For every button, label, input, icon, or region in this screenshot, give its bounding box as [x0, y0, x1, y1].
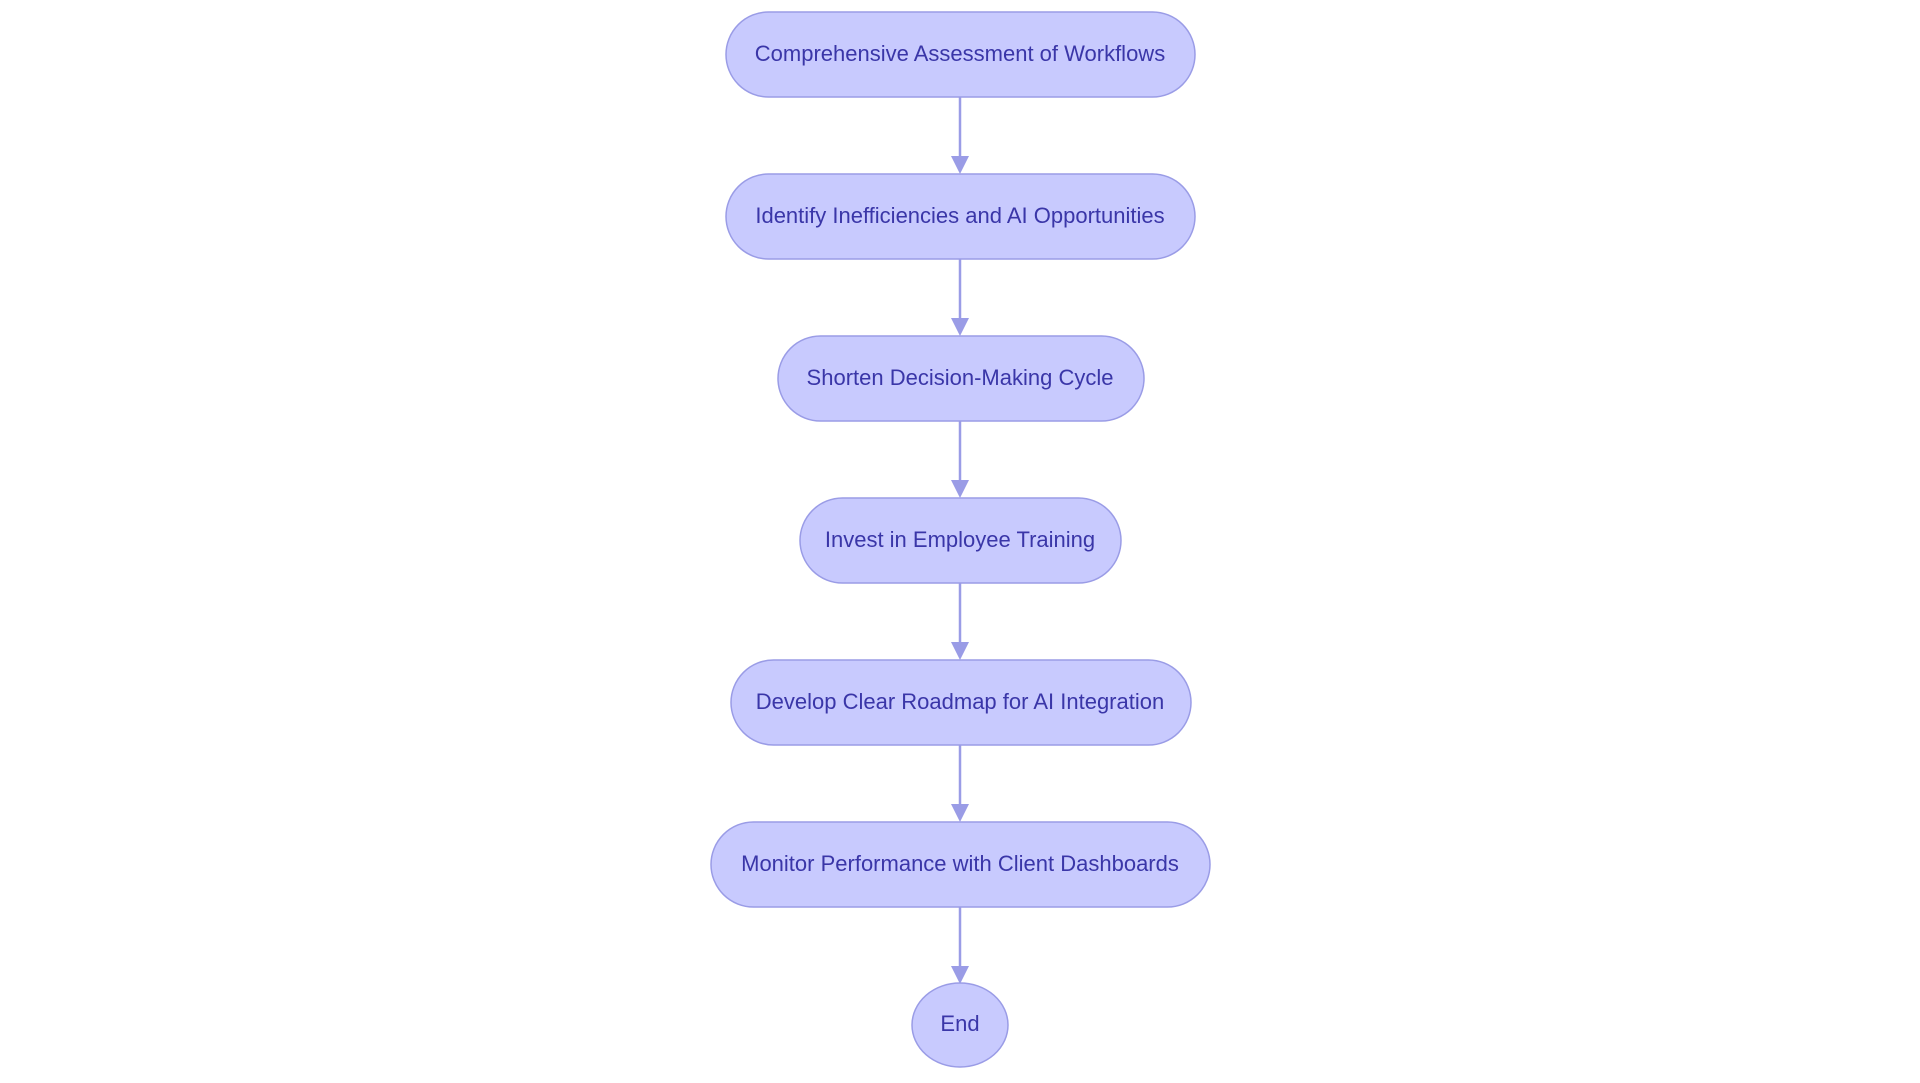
arrowhead [951, 642, 969, 660]
edge-assess-identify [951, 97, 969, 174]
node-shape [799, 497, 1122, 584]
arrowhead [951, 966, 969, 984]
node-shape [730, 659, 1192, 746]
arrowhead [951, 318, 969, 336]
edge-identify-shorten [951, 259, 969, 336]
node-assess[interactable]: Comprehensive Assessment of Workflows [725, 11, 1196, 98]
node-label: Invest in Employee Training [825, 527, 1095, 552]
node-label: Identify Inefficiencies and AI Opportuni… [755, 203, 1164, 228]
node-label: End [940, 1011, 979, 1036]
node-end[interactable]: End [911, 982, 1009, 1068]
node-label: Comprehensive Assessment of Workflows [755, 41, 1165, 66]
node-invest[interactable]: Invest in Employee Training [799, 497, 1122, 584]
node-identify[interactable]: Identify Inefficiencies and AI Opportuni… [725, 173, 1196, 260]
node-roadmap[interactable]: Develop Clear Roadmap for AI Integration [730, 659, 1192, 746]
arrowhead [951, 804, 969, 822]
node-shape [725, 173, 1196, 260]
node-label: Monitor Performance with Client Dashboar… [741, 851, 1179, 876]
arrowhead [951, 156, 969, 174]
node-monitor[interactable]: Monitor Performance with Client Dashboar… [710, 821, 1211, 908]
node-label: Develop Clear Roadmap for AI Integration [756, 689, 1164, 714]
edge-monitor-end [951, 907, 969, 984]
node-shorten[interactable]: Shorten Decision-Making Cycle [777, 335, 1145, 422]
edge-shorten-invest [951, 421, 969, 498]
node-shape [725, 11, 1196, 98]
arrowhead [951, 480, 969, 498]
node-shape [777, 335, 1145, 422]
node-shape [710, 821, 1211, 908]
node-shape [911, 982, 1009, 1068]
edge-invest-roadmap [951, 583, 969, 660]
edge-roadmap-monitor [951, 745, 969, 822]
node-label: Shorten Decision-Making Cycle [807, 365, 1114, 390]
